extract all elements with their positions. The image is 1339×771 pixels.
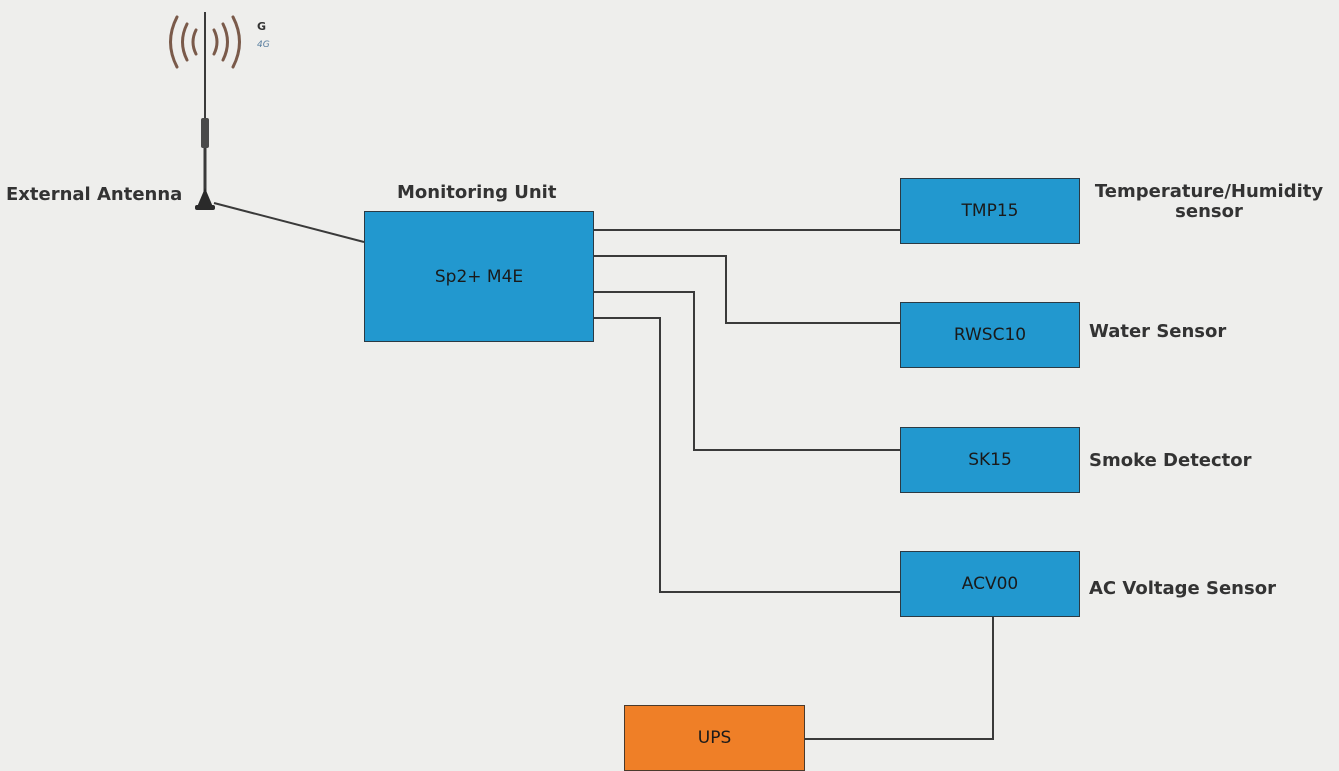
sensor-name-sk15: Smoke Detector — [1089, 450, 1252, 471]
sensor-name-line1: Temperature/Humidity — [1094, 181, 1324, 202]
antenna-badge-g: G — [257, 20, 266, 33]
sensor-name-rwsc10: Water Sensor — [1089, 321, 1227, 342]
sensor-code: TMP15 — [961, 201, 1019, 221]
sensor-code: SK15 — [968, 450, 1012, 470]
wire-acv00 — [594, 317, 900, 593]
monitoring-unit-box: Sp2+ M4E — [364, 211, 594, 342]
antenna-badge-4g: 4G — [257, 40, 270, 50]
sensor-box-rwsc10: RWSC10 — [900, 302, 1080, 368]
sensor-code: RWSC10 — [953, 325, 1027, 345]
sensor-box-acv00: ACV00 — [900, 551, 1080, 617]
antenna-icon — [169, 12, 241, 210]
sensor-name-line2: sensor — [1175, 201, 1243, 222]
ups-box: UPS — [624, 705, 805, 771]
monitoring-unit-title: Monitoring Unit — [397, 182, 557, 203]
sensor-box-tmp15: TMP15 — [900, 178, 1080, 244]
wire-sk15 — [594, 291, 900, 451]
antenna-label: External Antenna — [6, 184, 183, 205]
wire-ups — [805, 617, 994, 740]
sensor-code: ACV00 — [961, 574, 1019, 594]
wires — [213, 202, 994, 740]
ups-label: UPS — [697, 728, 732, 748]
antenna-wire — [213, 202, 365, 243]
monitoring-unit-model: Sp2+ M4E — [434, 267, 524, 287]
wire-rwsc10 — [594, 255, 900, 324]
sensor-box-sk15: SK15 — [900, 427, 1080, 493]
sensor-name-acv00: AC Voltage Sensor — [1089, 578, 1276, 599]
sensor-name-tmp15: Temperature/Humidity sensor — [1087, 182, 1331, 222]
